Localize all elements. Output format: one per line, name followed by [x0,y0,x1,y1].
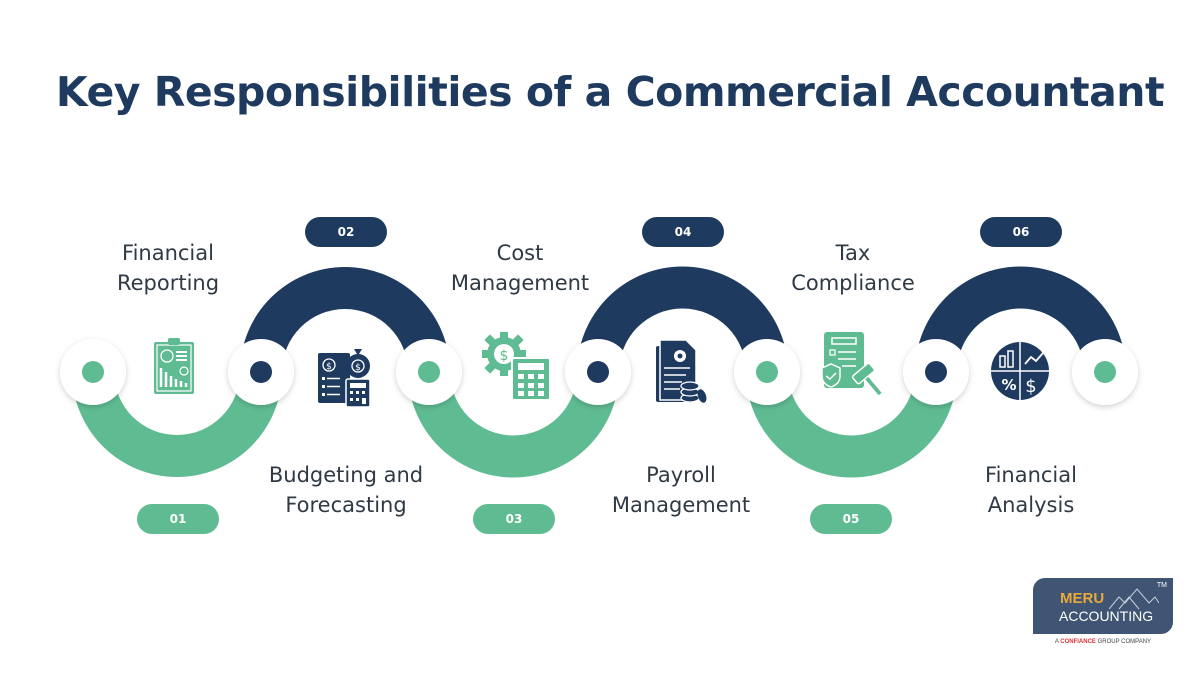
step-03-label: Cost Management [410,238,630,298]
arc-step-06 [915,266,1126,372]
step-04-label-line2: Management [611,493,751,517]
analysis-pie-icon: % $ [991,342,1049,400]
step-03-label-line2: Management [450,271,590,295]
step-04-label-line1: Payroll [646,463,716,487]
step-06-number-badge: 06 [980,217,1062,247]
node-2 [228,339,294,405]
node-4 [565,339,631,405]
arc-step-05 [746,372,957,478]
arc-step-04 [577,266,788,372]
node-5 [734,339,800,405]
logo-tagline: A CONFIANCE GROUP COMPANY [1033,639,1173,645]
svg-text:%: % [1001,376,1016,394]
cost-gear-calculator-icon: $ [482,332,551,401]
step-05-label-line2: Compliance [791,271,915,295]
step-01-label: Financial Reporting [58,238,278,298]
report-clipboard-icon [154,338,194,394]
page-title: Key Responsibilities of a Commercial Acc… [55,68,1165,116]
svg-text:$: $ [500,348,509,364]
step-05-number-badge: 05 [810,504,892,534]
svg-text:$: $ [355,363,361,373]
logo-trademark: TM [1156,582,1167,589]
step-02-number-badge: 02 [305,217,387,247]
step-04-label: Payroll Management [571,460,791,520]
step-01-label-line1: Financial [122,241,214,265]
step-03-number-badge: 03 [473,504,555,534]
step-02-label-line2: Forecasting [285,493,407,517]
step-01-number-badge: 01 [137,504,219,534]
step-05-label: Tax Compliance [743,238,963,298]
step-01-label-line2: Reporting [116,271,220,295]
step-06-label-line2: Analysis [987,493,1075,517]
tagline-suffix: GROUP COMPANY [1097,639,1152,645]
step-04-number-badge: 04 [642,217,724,247]
step-03-label-line1: Cost [496,241,544,265]
node-6 [903,339,969,405]
mountain-icon [1109,588,1159,610]
arc-step-02 [240,267,450,372]
node-3 [396,339,462,405]
step-06-label-line1: Financial [985,463,1077,487]
logo-brand-top: MERU [1060,590,1105,607]
step-05-label-line1: Tax [835,241,871,265]
node-7 [1072,339,1138,405]
logo-brand-bottom: ACCOUNTING [1059,608,1154,624]
arc-step-01 [72,372,282,477]
budget-calculator-icon: $ $ [318,349,371,408]
tagline-brand: CONFIANCE [1060,639,1096,645]
step-02-label: Budgeting and Forecasting [236,460,456,520]
arc-step-03 [408,372,619,478]
payroll-document-coins-icon [656,339,707,403]
tagline-prefix: A [1054,639,1059,645]
tax-document-gavel-icon [821,332,884,397]
step-02-label-line1: Budgeting and [268,463,424,487]
meru-accounting-logo: MERU TM ACCOUNTING [1033,578,1173,634]
svg-text:$: $ [1025,376,1036,397]
svg-text:$: $ [326,362,332,372]
node-1 [60,339,126,405]
step-06-label: Financial Analysis [921,460,1141,520]
